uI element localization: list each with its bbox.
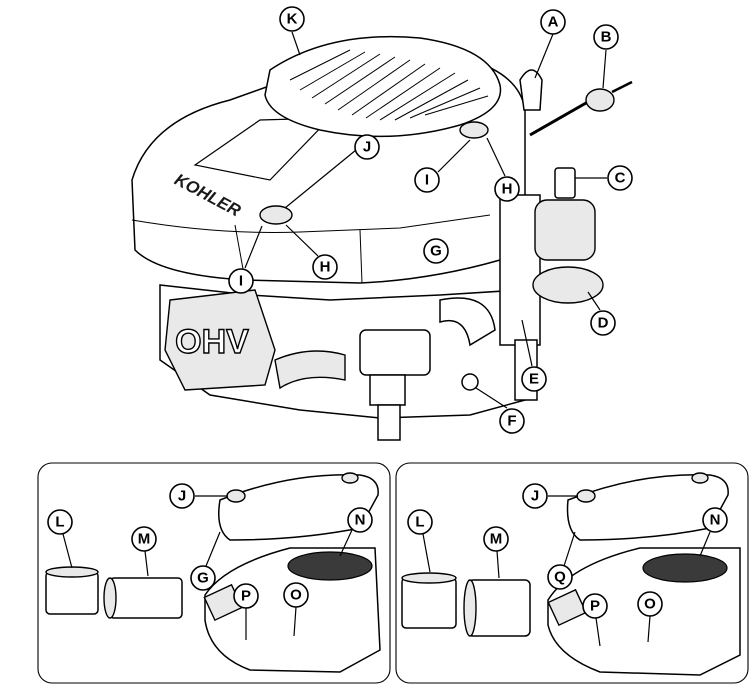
inset-right-callout-n: N (710, 512, 721, 529)
inset-left-callout-p: P (241, 588, 251, 605)
inset-left-callout-g: G (197, 570, 209, 587)
right-element (467, 579, 531, 637)
oil-fill-cap (519, 69, 543, 111)
inset-left-callout-o: O (290, 587, 302, 604)
callout-f: F (507, 413, 516, 430)
inset-right-callout-p: P (590, 598, 600, 615)
inset-right-callout-j: J (531, 488, 539, 505)
callout-i-front: I (239, 273, 243, 290)
rear-knob (459, 121, 489, 139)
callout-k: K (287, 11, 298, 28)
inset-left-callout-l: L (55, 514, 64, 531)
right-precleaner (401, 577, 457, 629)
spark-plug (554, 167, 576, 199)
callout-d: D (598, 315, 609, 332)
inset-right-callout-l: L (415, 514, 424, 531)
callout-h-rear: H (502, 181, 513, 198)
fuel-filter (585, 88, 615, 112)
inset-right-callout-q: Q (554, 569, 566, 586)
left-element (109, 577, 183, 619)
air-cleaner-cover (264, 35, 502, 138)
front-knob (259, 205, 293, 225)
side-bracket (499, 194, 541, 346)
inset-left-callouts: J N L M G P O (47, 483, 373, 640)
left-precleaner (45, 571, 99, 615)
right-air-filter-element-top (642, 553, 728, 583)
main-callouts: K A B C D E F G H I (228, 6, 633, 434)
callout-c: C (615, 170, 626, 187)
inset-left-callout-m: M (138, 531, 151, 548)
inset-right-callout-m: M (490, 531, 503, 548)
left-air-filter-element-top (287, 551, 373, 581)
engine-illustration: OHV KOHLER (131, 35, 633, 441)
inset-left-callout-j: J (178, 488, 186, 505)
callout-e: E (529, 371, 539, 388)
inset-left-callout-n: N (355, 512, 366, 529)
inset-right-callouts: J N L M Q P O (407, 483, 728, 647)
ohv-text: OHV (175, 323, 249, 361)
callout-g: G (430, 243, 442, 260)
callout-b: B (601, 29, 612, 46)
air-cleaner-grille (289, 49, 489, 121)
drain-plug (461, 373, 479, 391)
callout-h-front: H (320, 259, 331, 276)
inset-right-callout-o: O (644, 596, 656, 613)
oil-filter (532, 266, 604, 304)
callout-a: A (548, 14, 559, 31)
callout-j: J (363, 139, 371, 156)
callout-i-rear: I (425, 172, 429, 189)
